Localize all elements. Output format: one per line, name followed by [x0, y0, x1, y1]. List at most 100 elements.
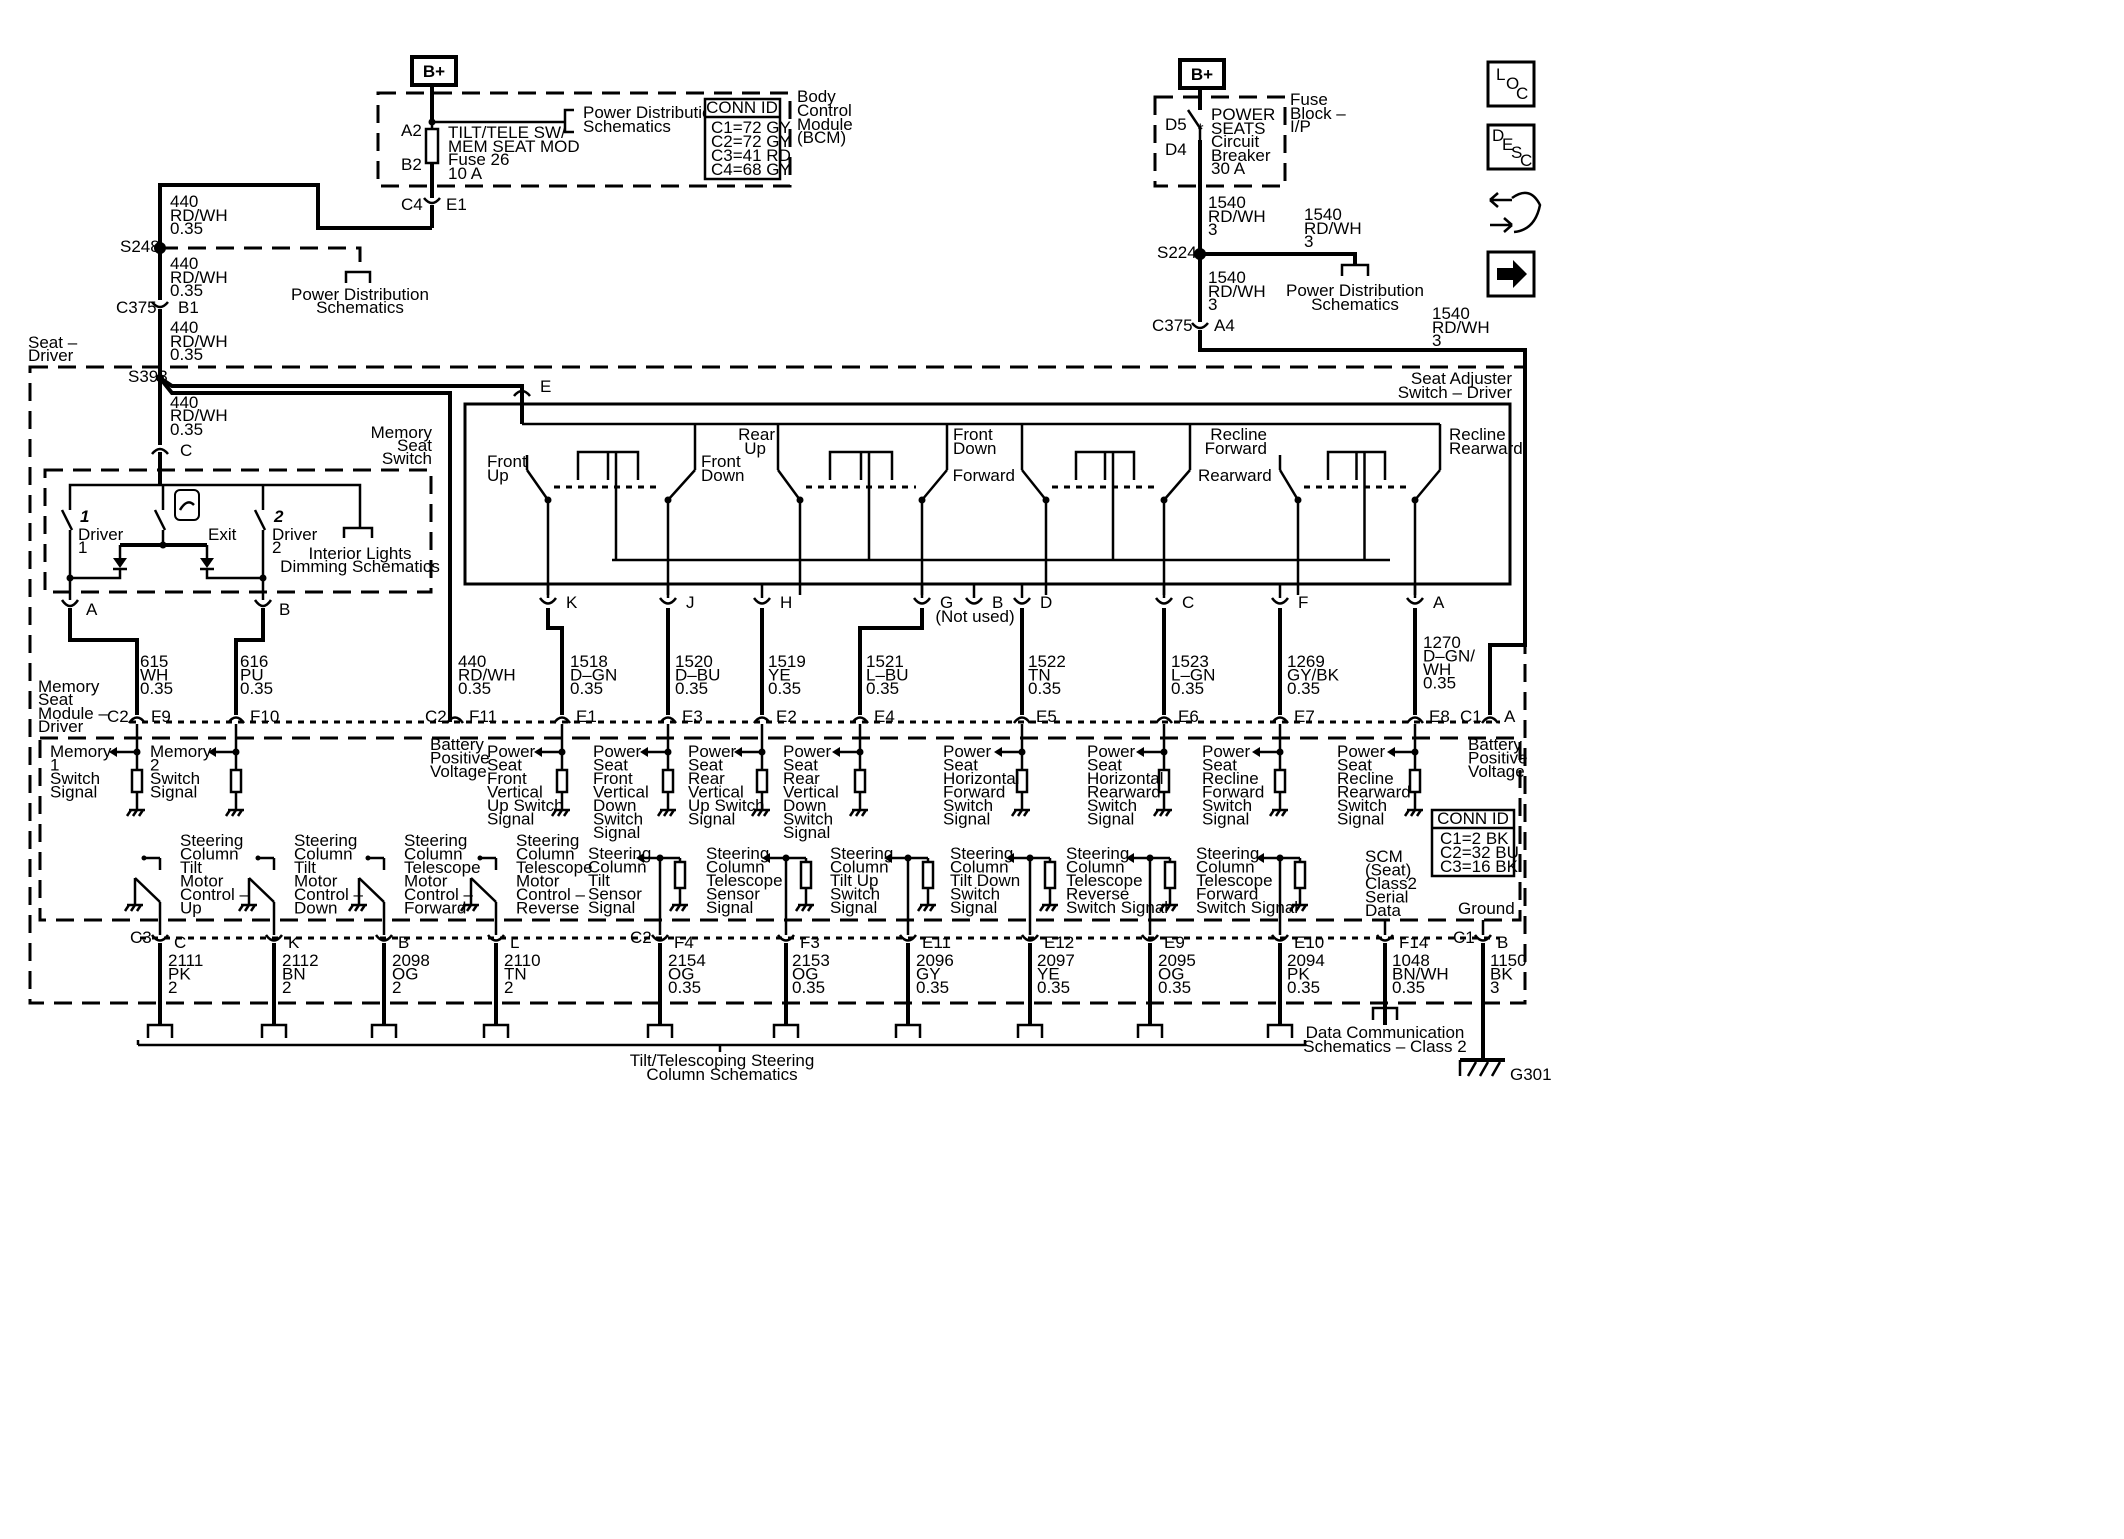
row2-pin-f3: F3	[800, 933, 820, 952]
row1-conn-f11	[445, 716, 465, 724]
connector-hand-icon[interactable]	[1489, 191, 1542, 234]
rbranch-a: 1540	[1304, 205, 1342, 224]
front-up-a: Front	[487, 452, 527, 471]
w1522-line-1: TN	[1028, 666, 1051, 685]
terminal-icon	[646, 1023, 674, 1038]
sc_tel_sensor-line-1: Column	[706, 858, 765, 877]
sct_up-line-1: Column	[180, 845, 239, 864]
breaker-2: Circuit	[1211, 132, 1259, 151]
adjuster-pin-label-h: H	[780, 593, 792, 612]
memory-seat-switch-box	[43, 468, 433, 594]
pfd-line-3: Vertical	[593, 783, 649, 802]
row1-cid-a: C1	[1460, 707, 1482, 726]
adjuster-pin-f	[1270, 597, 1290, 605]
row1-pin-e7: E7	[1294, 707, 1315, 726]
w1270-line-0: 1270	[1423, 633, 1461, 652]
front-down-a: Front	[701, 452, 741, 471]
pru-line-5: Signal	[688, 810, 735, 829]
b2110-line-1: TN	[504, 965, 527, 984]
row2-conn-f3	[776, 934, 796, 942]
connector-mem-a	[60, 599, 80, 608]
phf-line-2: Horizontal	[943, 769, 1020, 788]
sc_tilt_sensor-line-3: Sensor	[588, 885, 642, 904]
w1521-line-2: 0.35	[866, 679, 899, 698]
terminal-icon	[260, 1023, 288, 1038]
pfd-line-5: Switch	[593, 810, 643, 829]
b1-label: B1	[178, 298, 199, 317]
sct_down-line-3: Motor	[294, 872, 338, 891]
pull-down-resistor	[130, 768, 144, 794]
ground-g301-icon	[1466, 1061, 1502, 1077]
bpv-line-2: Voltage	[430, 762, 487, 781]
desc-icon[interactable]	[1486, 123, 1536, 171]
mem1-line-3: Signal	[50, 783, 97, 802]
loc-icon[interactable]	[1486, 60, 1536, 108]
pfu-line-3: Vertical	[487, 783, 543, 802]
w615-line-0: 615	[140, 652, 168, 671]
rwire3-c: 3	[1432, 331, 1441, 350]
conn-id-row-2: C2=72 GY	[711, 132, 791, 151]
mem-module-2: Module –	[38, 704, 108, 723]
b2153-line-0: 2153	[792, 951, 830, 970]
w1520-line-2: 0.35	[675, 679, 708, 698]
wire1-c: 0.35	[170, 219, 203, 238]
e-label: E	[540, 377, 551, 396]
c375-right-label: C375	[1152, 316, 1193, 335]
b2098-line-2: 2	[392, 978, 401, 997]
rwire2-b: RD/WH	[1208, 282, 1266, 301]
sc_tilt_sensor-line-2: Tilt	[588, 871, 610, 890]
phr-line-0: Power	[1087, 742, 1136, 761]
row1-pin-e2: E2	[776, 707, 797, 726]
row1-conn-e7	[1270, 716, 1290, 724]
tilt-tele-brace	[136, 1040, 1307, 1052]
desc-icon-d: D	[1492, 126, 1504, 145]
row2-pin-e11: E11	[922, 933, 951, 952]
w1269-line-1: GY/BK	[1287, 666, 1340, 685]
mem-module-3: Driver	[38, 717, 84, 736]
desc-icon-c: C	[1520, 151, 1532, 170]
bcm-label-3: (BCM)	[797, 128, 846, 147]
phf-line-1: Seat	[943, 756, 978, 775]
phr-line-1: Seat	[1087, 756, 1122, 775]
fuse-text-2: Fuse 26	[448, 150, 509, 169]
driver2-b: 2	[272, 538, 281, 557]
sc_tilt_down-line-3: Switch	[950, 885, 1000, 904]
breaker-3: Breaker	[1211, 146, 1271, 165]
phr-line-2: Horizontal	[1087, 769, 1164, 788]
switch-groups	[525, 450, 1442, 595]
w1518-line-1: D–GN	[570, 666, 617, 685]
conn-id-row-1: C1=72 GY	[711, 118, 791, 137]
sc_tilt_up-line-1: Column	[830, 858, 889, 877]
b2097-line-1: YE	[1037, 965, 1060, 984]
sct_up-line-5: Up	[180, 899, 202, 918]
row1-circuits	[109, 724, 1423, 817]
terminal-icon	[1266, 1023, 1294, 1038]
w615-line-1: WH	[140, 666, 168, 685]
conn-id-row-3: C3=41 RD	[711, 146, 791, 165]
tilt-tele-a: Tilt/Telescoping Steering	[630, 1051, 815, 1070]
row1-pin-e1: E1	[576, 707, 597, 726]
w1520-line-1: D–BU	[675, 666, 720, 685]
phr-line-3: Rearward	[1087, 783, 1161, 802]
sctm_rev-line-0: Steering	[516, 831, 579, 850]
sctm_rev-line-1: Column	[516, 845, 575, 864]
connector-c375-a4	[1191, 322, 1209, 330]
pru-line-0: Power	[688, 742, 737, 761]
b2112-line-0: 2112	[282, 951, 319, 970]
bpv2-line-0: Battery	[1468, 735, 1522, 754]
sctm_fwd-line-2: Telescope	[404, 858, 481, 877]
prd-line-2: Rear	[783, 769, 820, 788]
ground-icon	[1288, 903, 1308, 912]
pull-up-resistor	[799, 860, 813, 890]
pull-down-resistor	[229, 768, 243, 794]
b2096-line-0: 2096	[916, 951, 954, 970]
row1-pin-e3: E3	[682, 707, 703, 726]
seat-adjuster-a: Seat Adjuster	[1411, 369, 1512, 388]
adjuster-pin-label-j: J	[686, 593, 695, 612]
pin-d5: D5	[1165, 115, 1187, 134]
sct_up-line-0: Steering	[180, 831, 243, 850]
prr-line-0: Power	[1337, 742, 1386, 761]
ground-icon	[459, 903, 479, 912]
